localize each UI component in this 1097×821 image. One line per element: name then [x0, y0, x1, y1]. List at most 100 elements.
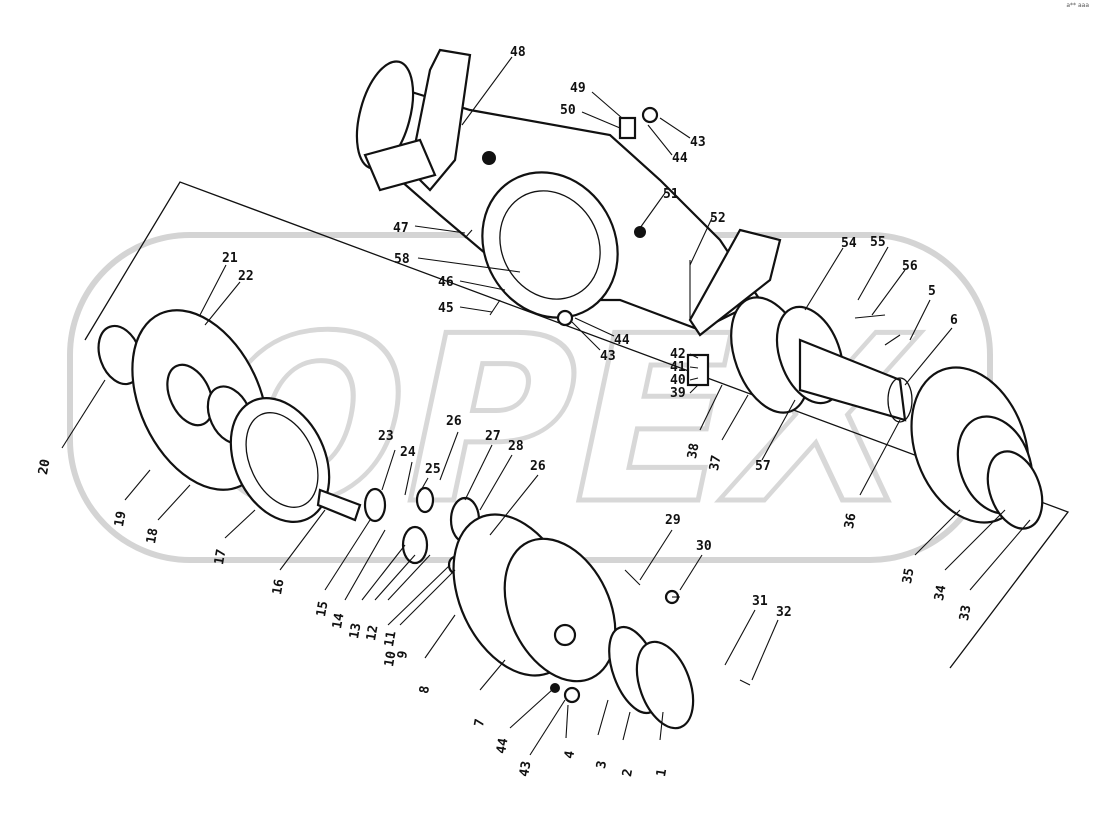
callout-21: 21 — [199, 251, 238, 316]
svg-text:19: 19 — [112, 510, 129, 528]
svg-text:18: 18 — [144, 527, 162, 545]
callout-20: 20 — [36, 379, 106, 476]
svg-text:43: 43 — [600, 349, 616, 364]
callout-38: 38 — [685, 384, 723, 460]
svg-text:44: 44 — [614, 333, 630, 348]
svg-text:43: 43 — [690, 135, 706, 150]
callout-39: 39 — [670, 384, 699, 401]
callout-9: 9 — [395, 569, 456, 660]
callout-43-bottom: 43 — [517, 699, 566, 778]
callout-32: 32 — [751, 605, 792, 681]
svg-text:48: 48 — [510, 45, 526, 60]
callout-34: 34 — [932, 509, 1006, 602]
svg-text:26: 26 — [530, 459, 546, 474]
svg-text:5: 5 — [928, 284, 936, 299]
svg-text:4: 4 — [562, 750, 578, 760]
svg-text:42: 42 — [670, 347, 686, 362]
svg-text:32: 32 — [776, 605, 792, 620]
callout-47: 47 — [393, 221, 466, 236]
svg-text:26: 26 — [446, 414, 462, 429]
callout-55: 55 — [857, 235, 889, 301]
svg-text:30: 30 — [696, 539, 712, 554]
end-cover — [608, 625, 695, 730]
svg-text:31: 31 — [752, 594, 768, 609]
callout-29: 29 — [639, 513, 681, 581]
svg-text:3: 3 — [594, 760, 610, 770]
callout-46: 46 — [438, 275, 506, 291]
svg-text:28: 28 — [508, 439, 524, 454]
callout-labels: 1 2 3 4 5 6 7 8 — [36, 45, 1031, 778]
callout-12: 12 — [364, 554, 416, 642]
svg-text:44: 44 — [494, 737, 512, 755]
svg-text:52: 52 — [710, 211, 726, 226]
callout-37: 37 — [707, 394, 749, 472]
hub-spindle — [730, 296, 913, 423]
callout-45: 45 — [438, 301, 493, 316]
svg-text:43: 43 — [517, 760, 534, 778]
svg-text:55: 55 — [870, 235, 886, 250]
svg-text:2: 2 — [620, 768, 636, 778]
svg-text:20: 20 — [36, 458, 54, 476]
svg-text:45: 45 — [438, 301, 454, 316]
callout-13: 13 — [347, 544, 406, 640]
callout-28: 28 — [479, 439, 524, 511]
svg-text:35: 35 — [900, 567, 917, 585]
callout-35: 35 — [900, 509, 961, 585]
callout-11: 11 — [382, 554, 431, 648]
callout-27: 27 — [464, 429, 501, 501]
svg-text:47: 47 — [393, 221, 409, 236]
svg-text:9: 9 — [395, 650, 411, 660]
callout-41: 41 — [670, 360, 699, 375]
callout-44-top: 44 — [647, 124, 688, 166]
callout-23: 23 — [378, 429, 396, 491]
svg-text:57: 57 — [755, 459, 771, 474]
svg-text:21: 21 — [222, 251, 238, 266]
svg-text:15: 15 — [314, 600, 331, 618]
callout-26b: 26 — [489, 459, 546, 536]
callout-6: 6 — [904, 313, 958, 386]
callout-22: 22 — [204, 269, 254, 326]
callout-57: 57 — [755, 399, 796, 474]
callout-33: 33 — [957, 519, 1031, 622]
planetary-carrier — [452, 513, 617, 693]
svg-text:44: 44 — [672, 151, 688, 166]
svg-text:14: 14 — [330, 612, 348, 630]
svg-text:13: 13 — [347, 622, 364, 640]
callout-7: 7 — [472, 659, 506, 728]
svg-text:7: 7 — [472, 718, 488, 728]
callout-51: 51 — [639, 187, 679, 229]
callout-8: 8 — [417, 614, 456, 695]
svg-text:50: 50 — [560, 103, 576, 118]
svg-text:39: 39 — [670, 386, 686, 401]
callout-14: 14 — [330, 529, 386, 630]
ring-gear — [229, 396, 331, 524]
svg-text:23: 23 — [378, 429, 394, 444]
svg-text:29: 29 — [665, 513, 681, 528]
callout-24: 24 — [400, 445, 416, 496]
svg-text:11: 11 — [382, 630, 400, 648]
axle-housing — [355, 48, 782, 337]
callout-43-mid: 43 — [571, 321, 616, 364]
callout-50: 50 — [560, 103, 621, 129]
svg-text:10: 10 — [382, 650, 400, 668]
svg-text:51: 51 — [663, 187, 679, 202]
svg-text:1: 1 — [654, 768, 670, 778]
svg-text:17: 17 — [212, 548, 229, 566]
callout-15: 15 — [314, 519, 371, 618]
svg-text:22: 22 — [238, 269, 254, 284]
callout-31: 31 — [724, 594, 768, 666]
svg-text:12: 12 — [364, 624, 381, 642]
svg-text:40: 40 — [670, 373, 686, 388]
svg-text:33: 33 — [957, 604, 974, 622]
callout-44-mid: 44 — [574, 317, 630, 348]
svg-text:25: 25 — [425, 462, 441, 477]
callout-54: 54 — [804, 236, 857, 311]
callout-43-top: 43 — [659, 117, 706, 150]
callout-3: 3 — [594, 699, 610, 770]
callout-40: 40 — [670, 373, 699, 388]
svg-text:24: 24 — [400, 445, 416, 460]
callout-42: 42 — [670, 347, 699, 362]
callout-5: 5 — [909, 284, 936, 341]
svg-text:36: 36 — [842, 512, 860, 530]
